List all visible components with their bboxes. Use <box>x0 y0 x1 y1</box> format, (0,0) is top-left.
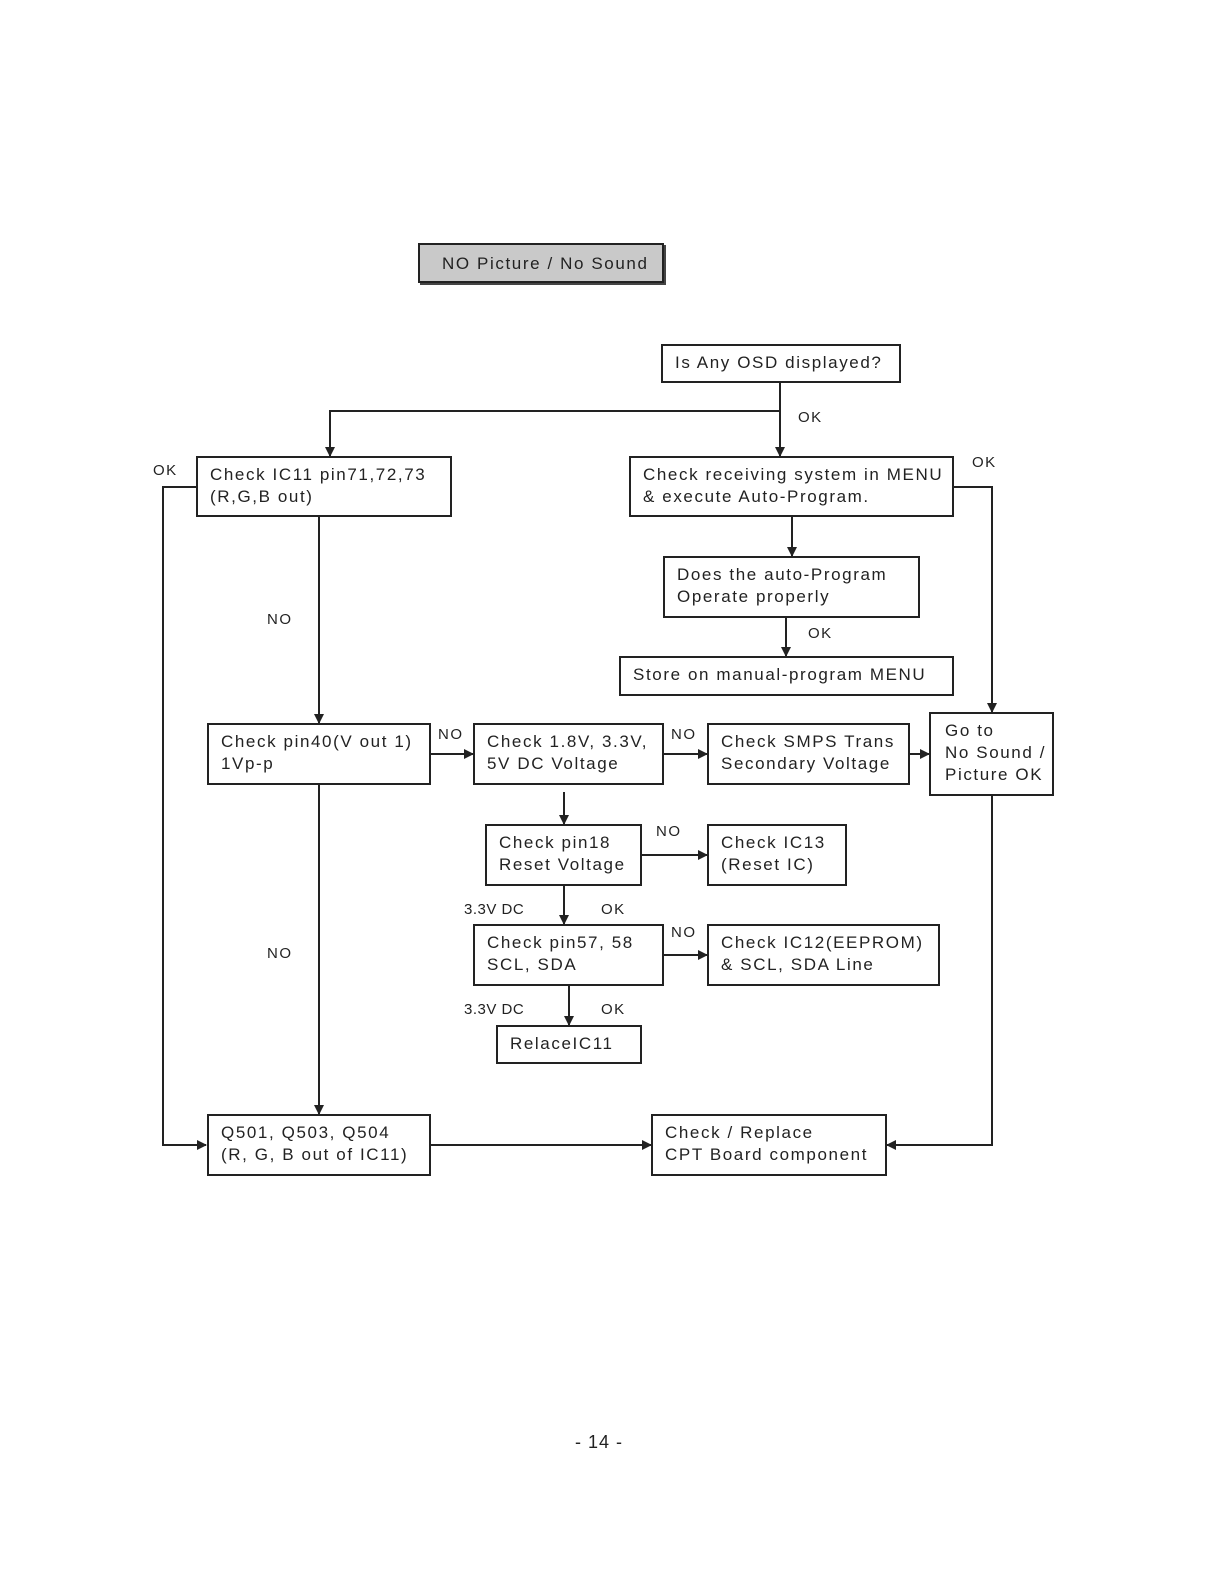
edge-goto-cpt <box>886 796 993 1150</box>
node-text: (R,G,B out) <box>210 487 314 506</box>
node-store-manual: Store on manual-program MENU <box>619 656 954 696</box>
node-check-pin18: Check pin18 Reset Voltage <box>485 824 642 886</box>
page-number: - 14 - <box>575 1432 624 1452</box>
node-text: Is Any OSD displayed? <box>675 353 883 372</box>
node-text: RelaceIC11 <box>510 1034 614 1053</box>
node-text: & execute Auto-Program. <box>643 487 870 506</box>
edge-label-no: NO <box>671 726 697 743</box>
node-check-ic11-pins: Check IC11 pin71,72,73 (R,G,B out) <box>196 456 452 517</box>
edge-label-ok: OK <box>601 1001 626 1018</box>
edge-ic11-q501 <box>162 486 207 1150</box>
node-check-smps: Check SMPS Trans Secondary Voltage <box>707 723 910 785</box>
node-text: No Sound / <box>945 743 1047 762</box>
node-text: CPT Board component <box>665 1145 869 1164</box>
node-text: Check SMPS Trans <box>721 732 895 751</box>
node-text: Store on manual-program MENU <box>633 665 927 684</box>
node-go-to-no-sound: Go to No Sound / Picture OK <box>929 712 1054 796</box>
node-text: Go to <box>945 721 995 740</box>
node-text: Check pin57, 58 <box>487 933 634 952</box>
edge-label-ok: OK <box>153 462 178 479</box>
edge-label-3-3v-dc: 3.3V DC <box>464 1001 525 1018</box>
edge-label-ok: OK <box>972 454 997 471</box>
node-check-pin40: Check pin40(V out 1) 1Vp-p <box>207 723 431 785</box>
edge-label-3-3v-dc: 3.3V DC <box>464 901 525 918</box>
node-check-pin57: Check pin57, 58 SCL, SDA <box>473 924 664 986</box>
node-text: Check IC12(EEPROM) <box>721 933 924 952</box>
edge-label-no: NO <box>267 945 293 962</box>
edge-label-ok: OK <box>601 901 626 918</box>
node-text: (Reset IC) <box>721 855 815 874</box>
node-text: SCL, SDA <box>487 955 578 974</box>
node-text: Check 1.8V, 3.3V, <box>487 732 649 751</box>
node-text: (R, G, B out of IC11) <box>221 1145 409 1164</box>
edge-label-no: NO <box>267 611 293 628</box>
node-text: Check IC13 <box>721 833 826 852</box>
node-check-ic12: Check IC12(EEPROM) & SCL, SDA Line <box>707 924 940 986</box>
diagram-title: NO Picture / No Sound <box>418 243 664 283</box>
edge-osd-ic11 <box>325 410 780 457</box>
edge-label-no: NO <box>656 823 682 840</box>
node-replace-ic11: RelaceIC11 <box>496 1025 642 1064</box>
node-text: Check / Replace <box>665 1123 814 1142</box>
node-text: Q501, Q503, Q504 <box>221 1123 391 1142</box>
edge-label-ok: OK <box>808 625 833 642</box>
node-auto-program: Does the auto-Program Operate properly <box>663 556 920 618</box>
node-text: Does the auto-Program <box>677 565 888 584</box>
edge-label-no: NO <box>671 924 697 941</box>
node-text: Check pin40(V out 1) <box>221 732 413 751</box>
node-text: & SCL, SDA Line <box>721 955 875 974</box>
node-text: 1Vp-p <box>221 754 275 773</box>
node-check-receiving: Check receiving system in MENU & execute… <box>629 456 954 517</box>
node-text: Reset Voltage <box>499 855 626 874</box>
node-text: Operate properly <box>677 587 831 606</box>
node-text: 5V DC Voltage <box>487 754 620 773</box>
node-check-ic13: Check IC13 (Reset IC) <box>707 824 847 886</box>
edge-label-no: NO <box>438 726 464 743</box>
edge-receiving-goto <box>954 486 997 713</box>
node-check-dc-voltage: Check 1.8V, 3.3V, 5V DC Voltage <box>473 723 664 785</box>
node-text: Check pin18 <box>499 833 612 852</box>
node-q501-q503-q504: Q501, Q503, Q504 (R, G, B out of IC11) <box>207 1114 431 1176</box>
node-text: Picture OK <box>945 765 1044 784</box>
node-text: Check receiving system in MENU <box>643 465 944 484</box>
node-text: Check IC11 pin71,72,73 <box>210 465 427 484</box>
edge-label-ok: OK <box>798 409 823 426</box>
node-text: Secondary Voltage <box>721 754 891 773</box>
node-check-cpt-board: Check / Replace CPT Board component <box>651 1114 887 1176</box>
node-osd-displayed: Is Any OSD displayed? <box>661 344 901 383</box>
